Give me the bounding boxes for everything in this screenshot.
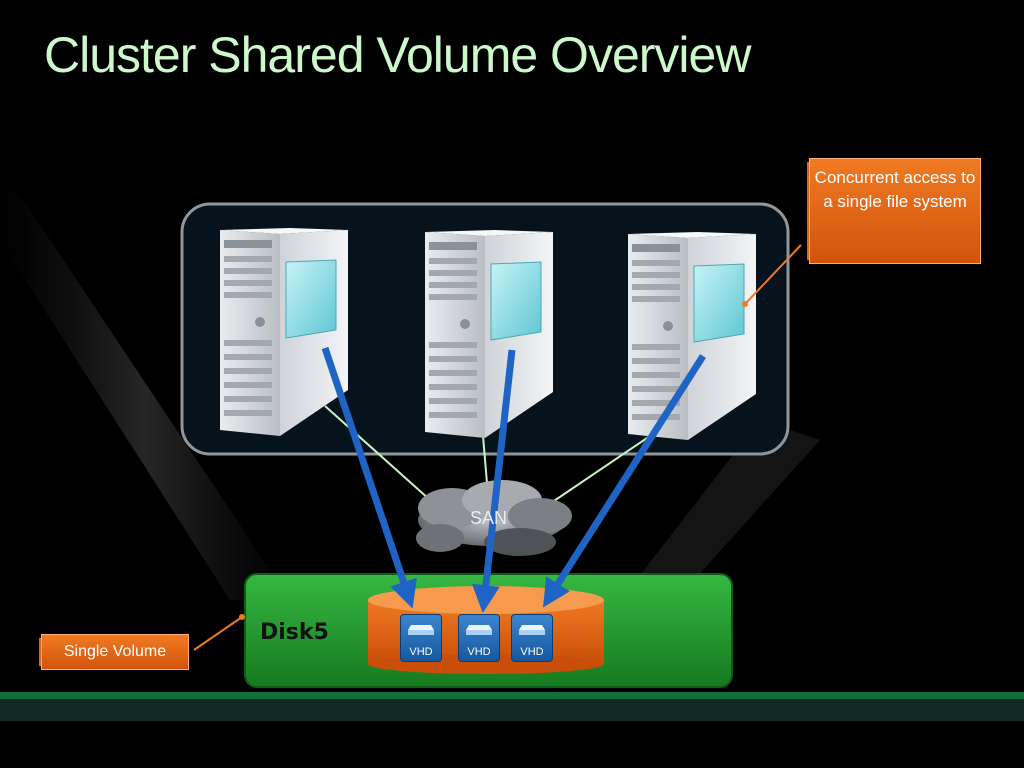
single-volume-callout: Single Volume bbox=[41, 634, 189, 670]
connector-line bbox=[547, 435, 651, 506]
hard-disk-icon bbox=[519, 625, 545, 635]
vhd-item: VHD bbox=[458, 614, 500, 662]
access-arrow bbox=[471, 349, 516, 614]
server-tower-icon bbox=[628, 232, 756, 440]
vhd-item: VHD bbox=[511, 614, 553, 662]
vhd-label: VHD bbox=[467, 646, 491, 658]
disk-label: Disk5 bbox=[260, 620, 329, 645]
callout-leader-dot bbox=[742, 301, 748, 307]
vhd-item: VHD bbox=[400, 614, 442, 662]
callout-leader-line bbox=[193, 616, 243, 651]
background-beam-left bbox=[0, 165, 290, 600]
callout-leader-dot bbox=[239, 614, 245, 620]
floor-band bbox=[0, 699, 1024, 721]
access-arrow bbox=[542, 354, 706, 608]
hard-disk-icon bbox=[408, 625, 434, 635]
access-arrow bbox=[321, 346, 417, 609]
vhd-label: VHD bbox=[409, 646, 433, 658]
callout-leader-line bbox=[744, 244, 802, 305]
floor-stripe bbox=[0, 692, 1024, 699]
san-label: SAN bbox=[470, 508, 508, 528]
slide-title: Cluster Shared Volume Overview bbox=[44, 27, 751, 83]
vhd-label: VHD bbox=[520, 646, 544, 658]
hard-disk-icon bbox=[466, 625, 492, 635]
connector-line bbox=[324, 405, 431, 501]
server-tower-icon bbox=[220, 228, 348, 436]
server-tower-icon bbox=[425, 230, 553, 438]
concurrent-access-callout: Concurrent access to a single file syste… bbox=[809, 158, 981, 264]
